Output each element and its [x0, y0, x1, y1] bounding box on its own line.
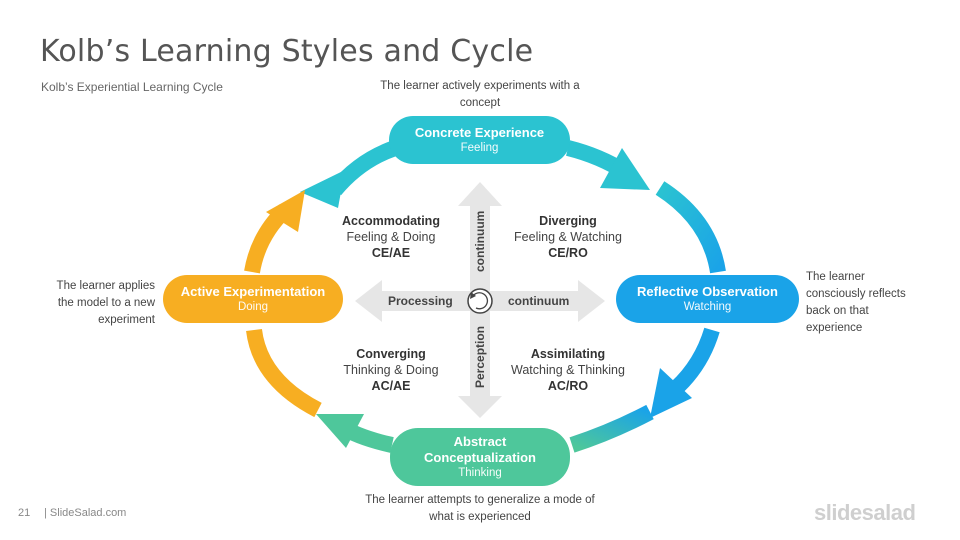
quadrant-code: AC/RO: [547, 379, 589, 393]
slide-subtitle: Kolb’s Experiential Learning Cycle: [41, 80, 223, 94]
axis-label-continuum-horizontal: continuum: [508, 294, 570, 308]
stage-title: Concrete Experience: [414, 125, 545, 140]
quadrant-desc: Feeling & Watching: [514, 230, 622, 244]
cycle-arrowhead-bottom-left: [316, 414, 364, 448]
quadrant-name: Assimilating: [530, 347, 606, 361]
stage-title: Active Experimentation: [180, 284, 326, 299]
note-right: The learner consciously reflects back on…: [806, 271, 906, 334]
stage-subtitle: Watching: [683, 301, 732, 313]
footer-brand: | SlideSalad.com: [44, 507, 127, 519]
axis-label-processing: Processing: [388, 294, 453, 308]
slide-title: Kolb’s Learning Styles and Cycle: [40, 34, 534, 69]
quadrant-converging: Converging Thinking & Doing AC/AE: [316, 346, 466, 394]
cycle-arrowhead-left: [266, 190, 305, 232]
stage-subtitle: Thinking: [458, 467, 502, 479]
quadrant-name: Diverging: [539, 214, 597, 228]
stage-subtitle: Doing: [237, 301, 269, 313]
cycle-arrowhead-top-right: [600, 148, 650, 190]
axis-label-perception: Perception: [473, 325, 487, 388]
stage-reflective-observation: Reflective Observation Watching: [616, 275, 799, 323]
quadrant-desc: Watching & Thinking: [511, 363, 625, 377]
quadrant-desc: Feeling & Doing: [346, 230, 436, 244]
stage-title: Reflective Observation: [637, 284, 778, 299]
stage-concrete-experience: Concrete Experience Feeling: [389, 116, 570, 164]
stage-active-experimentation: Active Experimentation Doing: [163, 275, 343, 323]
quadrant-accommodating: Accommodating Feeling & Doing CE/AE: [316, 213, 466, 261]
quadrant-name: Accommodating: [342, 214, 440, 228]
cycle-arc-top-left: [328, 140, 398, 196]
stage-title: Abstract Conceptualization: [424, 434, 536, 465]
axis-label-continuum-vertical: continuum: [473, 210, 487, 272]
cycle-arc-right-upper: [655, 181, 726, 274]
cycle-arc-bottom-right: [569, 404, 654, 453]
quadrant-assimilating: Assimilating Watching & Thinking AC/RO: [493, 346, 643, 394]
cycle-arc-left-lower: [246, 328, 322, 418]
cycle-arrowhead-right: [650, 368, 692, 418]
center-cycle-icon: [472, 292, 489, 310]
note-bottom: The learner attempts to generalize a mod…: [365, 494, 595, 523]
cycle-arrowhead-top-left: [300, 170, 345, 208]
slidesalad-logo: slidesalad: [814, 500, 916, 525]
stage-abstract-conceptualization: Abstract Conceptualization Thinking: [390, 428, 570, 486]
quadrant-desc: Thinking & Doing: [343, 363, 439, 377]
page-number: 21: [18, 507, 31, 519]
quadrant-code: AC/AE: [371, 379, 411, 393]
quadrant-name: Converging: [356, 347, 426, 361]
note-left: The learner applies the model to a new e…: [56, 280, 155, 326]
quadrant-diverging: Diverging Feeling & Watching CE/RO: [493, 213, 643, 261]
stage-subtitle: Feeling: [460, 142, 499, 154]
note-top: The learner actively experiments with a …: [380, 80, 580, 109]
quadrant-code: CE/RO: [548, 246, 588, 260]
quadrant-code: CE/AE: [371, 246, 411, 260]
